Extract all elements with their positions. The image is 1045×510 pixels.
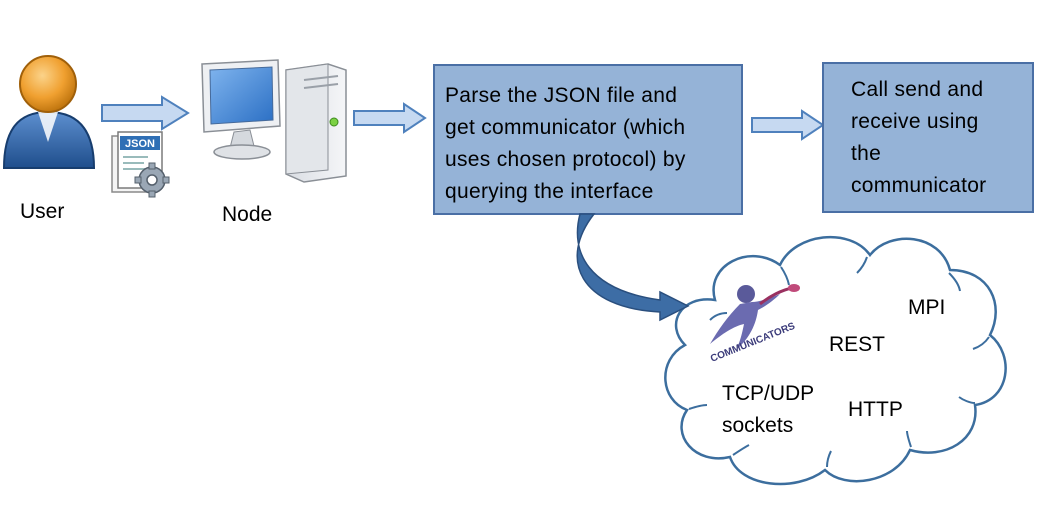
communicators-logo: COMMUNICATORS bbox=[709, 284, 800, 365]
node-label: Node bbox=[222, 203, 273, 226]
arrow-parse-to-cloud bbox=[576, 213, 690, 322]
protocol-tcp-udp: TCP/UDP sockets bbox=[722, 382, 815, 437]
call-send-receive-box: Call send and receive using the communic… bbox=[822, 62, 1034, 213]
arrow-node-to-parse bbox=[353, 102, 427, 134]
arrow-parse-to-call bbox=[751, 109, 825, 141]
json-file-icon: JSON bbox=[111, 131, 170, 198]
parse-json-box: Parse the JSON file and get communicator… bbox=[433, 64, 743, 215]
computer-icon bbox=[201, 59, 347, 183]
parse-json-text: Parse the JSON file and get communicator… bbox=[445, 84, 686, 203]
protocol-mpi: MPI bbox=[908, 296, 946, 319]
arrow-user-to-node bbox=[101, 95, 190, 131]
call-send-receive-text: Call send and receive using the communic… bbox=[851, 78, 987, 197]
user-icon bbox=[2, 55, 96, 169]
protocol-rest: REST bbox=[829, 333, 886, 356]
protocol-http: HTTP bbox=[848, 398, 903, 421]
json-icon-text: JSON bbox=[125, 138, 155, 150]
user-label: User bbox=[20, 200, 65, 223]
